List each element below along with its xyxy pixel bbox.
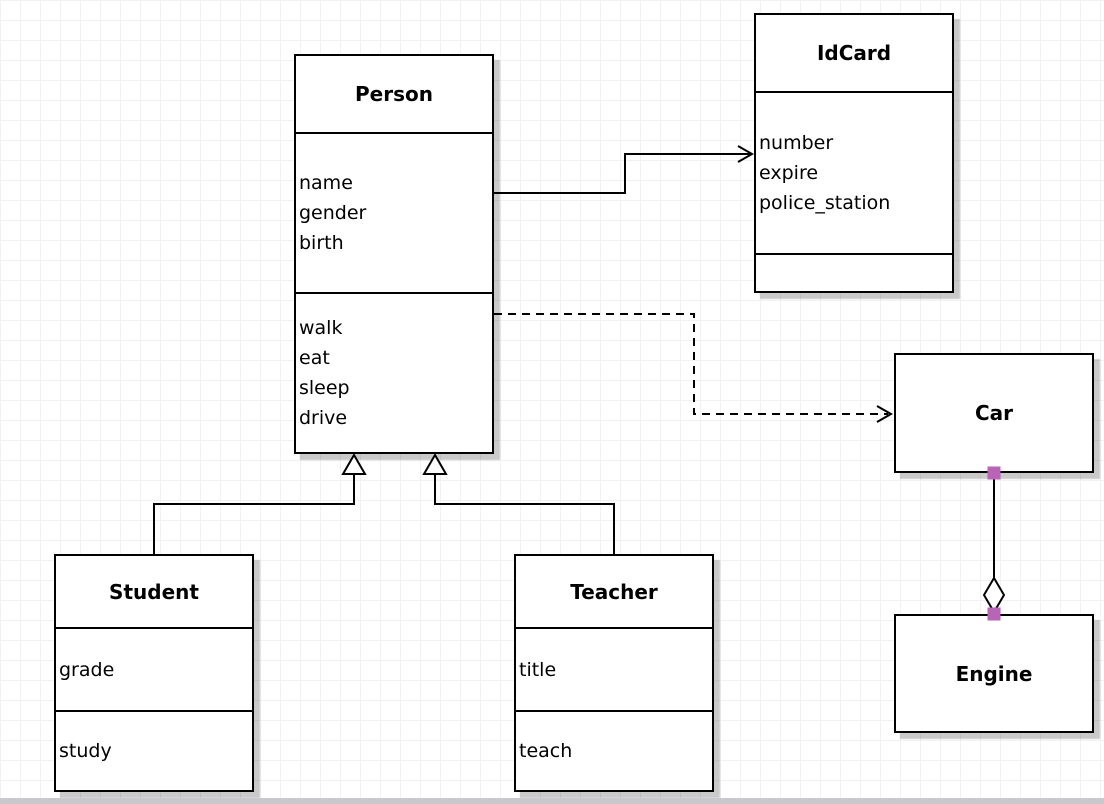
hollow-triangle-icon: [341, 453, 367, 475]
method: teach: [519, 740, 573, 762]
class-student-methods: study: [56, 712, 252, 790]
class-car[interactable]: Car: [894, 353, 1094, 473]
method: study: [59, 740, 112, 762]
open-arrowhead-icon: [876, 405, 894, 423]
attribute: name: [299, 172, 353, 194]
class-idcard-methods: [756, 255, 952, 291]
attribute: grade: [59, 658, 115, 681]
class-student[interactable]: Student grade study: [54, 554, 254, 792]
attribute: title: [519, 658, 557, 681]
generalization-teacher-person: [422, 453, 615, 554]
class-person-methods: walk eat sleep drive: [296, 294, 492, 452]
attribute: number: [759, 132, 834, 154]
class-engine-title: Engine: [955, 661, 1033, 686]
attribute: expire: [759, 162, 819, 184]
class-teacher-title: Teacher: [516, 556, 712, 629]
class-teacher-attributes: title: [516, 629, 712, 712]
class-idcard[interactable]: IdCard number expire police_station: [754, 13, 954, 293]
attribute: birth: [299, 232, 344, 254]
class-person[interactable]: Person name gender birth walk eat sleep …: [294, 54, 494, 454]
canvas-bottom-edge: [0, 798, 1104, 804]
class-teacher[interactable]: Teacher title teach: [514, 554, 714, 792]
class-car-title: Car: [974, 401, 1014, 425]
generalization-line[interactable]: [434, 474, 615, 554]
generalization-student-person: [153, 453, 367, 554]
generalization-line[interactable]: [153, 474, 355, 554]
class-idcard-title: IdCard: [756, 15, 952, 93]
dependency-person-car: [494, 313, 894, 423]
association-line[interactable]: [494, 153, 750, 194]
open-arrowhead-icon: [737, 145, 755, 163]
class-student-attributes: grade: [56, 629, 252, 712]
method: eat: [299, 347, 330, 369]
method: sleep: [299, 377, 350, 399]
attribute: police_station: [759, 192, 891, 214]
association-person-idcard: [494, 145, 755, 194]
class-teacher-methods: teach: [516, 712, 712, 790]
class-person-title: Person: [296, 56, 492, 134]
class-engine[interactable]: Engine: [894, 614, 1094, 733]
class-person-attributes: name gender birth: [296, 134, 492, 294]
hollow-diamond-icon: [982, 576, 1006, 614]
attribute: gender: [299, 202, 367, 224]
hollow-triangle-icon: [422, 453, 448, 475]
method: drive: [299, 407, 348, 429]
dependency-line[interactable]: [494, 313, 888, 415]
class-idcard-attributes: number expire police_station: [756, 93, 952, 255]
method: walk: [299, 317, 343, 339]
aggregation-car-engine: [982, 466, 1006, 621]
class-student-title: Student: [56, 556, 252, 629]
